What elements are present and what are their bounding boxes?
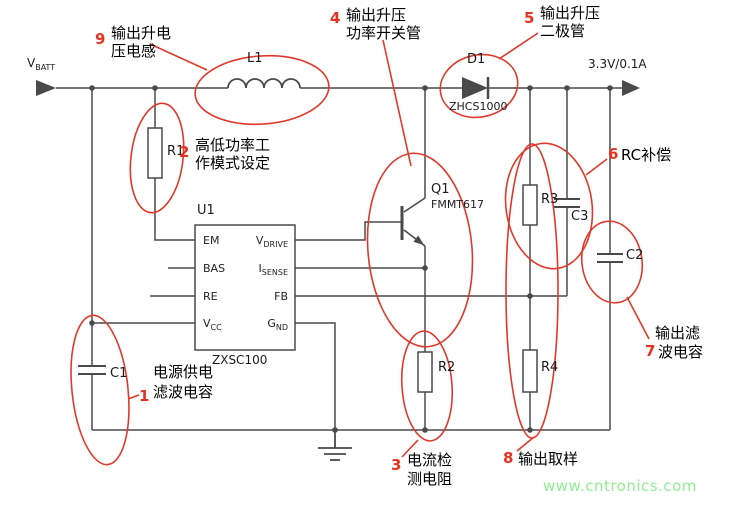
pin-vdrive-text: V <box>255 234 264 247</box>
pin-vdrive-sub-text: DRIVE <box>263 240 288 249</box>
annotation-overlay <box>70 32 650 466</box>
annotation-num-4: 4 <box>330 9 341 27</box>
annotation-ellipse-1 <box>70 314 130 466</box>
c3-label: C3 <box>571 209 589 224</box>
annotation-ellipse-2 <box>129 102 185 214</box>
c1-label: C1 <box>110 366 128 381</box>
annotation-ellipse-5 <box>439 53 519 119</box>
annotation-text-3-line1: 电流检 <box>407 451 453 469</box>
output-voltage-label: 3.3V/0.1A <box>588 57 647 71</box>
annotation-line-4 <box>382 39 412 167</box>
annotation-text-5-line2: 二极管 <box>540 22 586 40</box>
wires <box>56 87 622 431</box>
resistor-r3-symbol <box>522 184 538 226</box>
annotation-text-8-line1: 输出取样 <box>518 450 579 468</box>
resistor-r2-symbol <box>417 351 433 393</box>
annotation-text-1-line1: 电源供电 <box>153 363 214 381</box>
annotation-text-3-line2: 测电阻 <box>407 470 453 488</box>
vbatt-sub-text: BATT <box>35 63 56 72</box>
annotation-num-2: 2 <box>179 143 190 161</box>
annotation-line-8 <box>516 436 535 452</box>
pin-gnd-sub-text: ND <box>275 323 288 332</box>
r4-label: R4 <box>541 360 559 375</box>
annotation-text-1-line2: 滤波电容 <box>153 383 214 401</box>
pin-vcc-text: V <box>203 317 211 330</box>
annotation-ellipse-9 <box>194 54 330 126</box>
vbatt-label: VBATT <box>27 56 56 73</box>
annotation-text-2-line1: 高低功率工 <box>195 136 271 154</box>
capacitor-c1-symbol <box>78 365 106 375</box>
annotation-num-7: 7 <box>645 342 656 360</box>
u1-pin-label-vdrive: VDRIVE <box>228 235 288 249</box>
pin-gnd-text: G <box>267 317 276 330</box>
pin-isense-sub-text: SENSE <box>261 268 288 277</box>
annotation-line-1 <box>127 394 140 400</box>
annotation-num-8: 8 <box>503 449 514 467</box>
u1-pin-label-bas: BAS <box>203 262 226 275</box>
annotation-ellipse-4 <box>366 152 474 348</box>
output-arrow <box>622 80 640 96</box>
capacitor-c3-symbol <box>554 198 580 208</box>
u1-label: U1 <box>197 203 215 218</box>
annotation-text-7-line2: 波电容 <box>658 343 704 361</box>
q1-label: Q1 <box>431 182 450 197</box>
r2-label: R2 <box>438 360 456 375</box>
annotation-line-3 <box>401 439 419 458</box>
diode-d1-symbol <box>462 77 490 99</box>
ic-u1-body <box>194 224 296 351</box>
annotation-num-1: 1 <box>139 387 150 405</box>
u1-pin-label-vcc: VCC <box>203 318 222 332</box>
annotation-num-3: 3 <box>391 456 402 474</box>
annotation-text-9-line1: 输出升电 <box>111 24 172 42</box>
annotation-text-7-line1: 输出滤 <box>655 324 701 342</box>
pin-vcc-sub-text: CC <box>210 323 222 332</box>
annotation-line-7 <box>626 296 650 340</box>
u1-pin-label-isense: ISENSE <box>228 262 289 277</box>
vbatt-main-text: V <box>27 56 36 70</box>
site-watermark: www.cntronics.com <box>543 477 697 495</box>
resistor-r1-symbol <box>147 127 163 179</box>
r3-label: R3 <box>541 192 559 207</box>
inductor-l1-symbol <box>227 78 301 89</box>
d1-label: D1 <box>467 52 486 67</box>
u1-pin-label-fb: FB <box>274 290 288 303</box>
annotation-text-6-line1: RC补偿 <box>621 146 672 164</box>
junction-dots <box>89 85 613 433</box>
r1-label: R1 <box>167 144 185 159</box>
annotation-text-4-line1: 输出升压 <box>346 6 407 24</box>
annotation-line-5 <box>498 32 539 60</box>
transistor-q1-symbol <box>400 197 426 247</box>
u1-pin-label-re: RE <box>203 290 218 303</box>
annotation-ellipse-7 <box>580 220 644 304</box>
annotation-ellipse-3 <box>400 330 454 442</box>
annotation-num-6: 6 <box>608 145 619 163</box>
annotation-text-9-line2: 压电感 <box>111 42 157 60</box>
vbatt-arrow <box>36 80 56 96</box>
annotation-line-9 <box>149 43 208 71</box>
annotation-line-6 <box>585 158 608 176</box>
c2-label: C2 <box>626 248 644 263</box>
l1-label: L1 <box>247 51 263 66</box>
u1-part-label: ZXSC100 <box>212 353 268 367</box>
annotation-num-9: 9 <box>95 30 106 48</box>
annotation-text-2-line2: 作模式设定 <box>195 154 271 172</box>
pin-isense-text: I <box>258 262 262 275</box>
u1-pin-label-gnd: GND <box>228 318 288 332</box>
d1-part-label: ZHCS1000 <box>449 100 508 113</box>
annotation-text-4-line2: 功率开关管 <box>346 24 422 42</box>
u1-pin-label-em: EM <box>203 234 220 247</box>
resistor-r4-symbol <box>522 349 538 393</box>
q1-part-label: FMMT617 <box>431 198 485 211</box>
annotation-text-5-line1: 输出升压 <box>540 4 601 22</box>
capacitor-c2-symbol <box>597 253 623 263</box>
annotation-num-5: 5 <box>524 9 535 27</box>
ground-symbol <box>318 430 352 461</box>
